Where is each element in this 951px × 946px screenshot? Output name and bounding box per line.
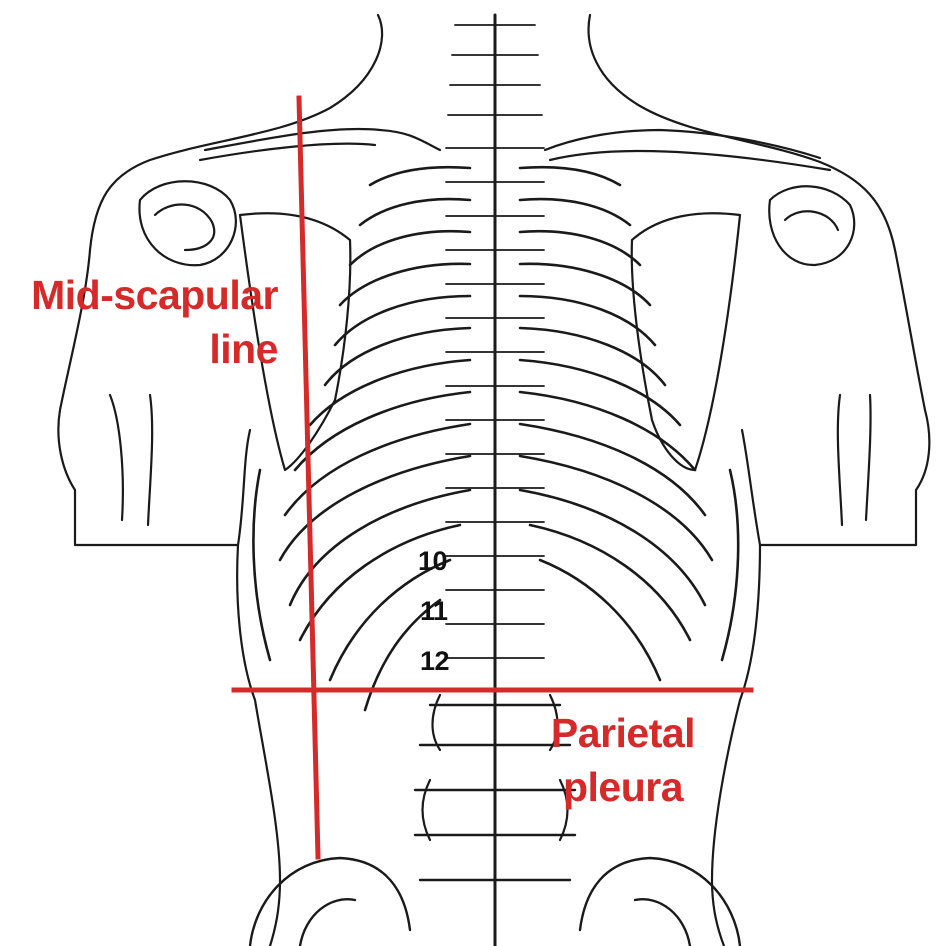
parietal-pleura-label-line2: pleura	[543, 764, 703, 810]
rib-label-12: 12	[420, 646, 449, 676]
midscapular-line	[299, 98, 318, 857]
rib-label-10: 10	[418, 546, 447, 576]
midscapular-label-line2: line	[22, 326, 278, 372]
midscapular-label-line1: Mid-scapular	[22, 272, 278, 318]
parietal-pleura-label: Parietal pleura	[543, 710, 703, 810]
parietal-pleura-label-line1: Parietal	[543, 710, 703, 756]
midscapular-label: Mid-scapular line	[22, 272, 278, 372]
rib-label-11: 11	[420, 596, 448, 626]
